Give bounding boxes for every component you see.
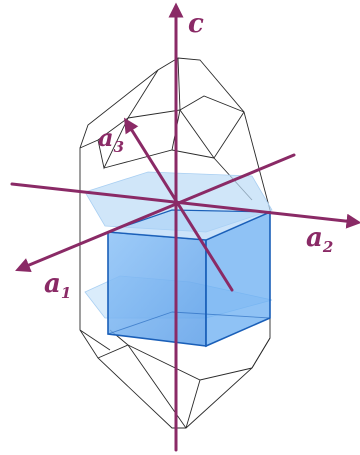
a2-axis-label: a2 [306, 223, 333, 256]
c-axis-label: c [188, 9, 204, 39]
crystal-axes [10, 2, 360, 452]
a3-axis [124, 117, 234, 292]
a3-axis-label: a3 [98, 123, 124, 156]
a2-axis [10, 182, 360, 229]
a1-axis [15, 153, 296, 273]
a1-axis-label: a1 [44, 269, 71, 302]
hexagonal-prism [107, 209, 271, 348]
